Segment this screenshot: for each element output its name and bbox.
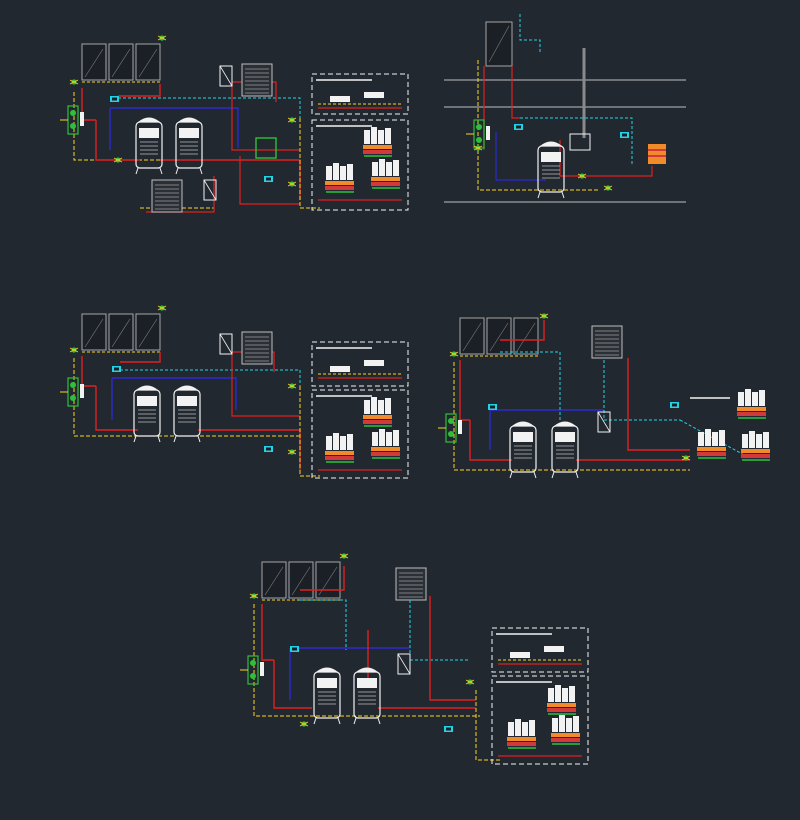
fixture-bank	[740, 430, 771, 461]
storage-tank	[175, 116, 203, 175]
system-middle-right	[437, 312, 771, 479]
fixture-bank	[506, 718, 537, 749]
valve	[603, 184, 613, 192]
valve	[69, 346, 79, 354]
heat-pump-unit	[395, 567, 427, 601]
controller-box	[264, 446, 273, 452]
fixture-bank	[324, 162, 355, 193]
heat-exchanger	[397, 653, 411, 675]
building-floor-box	[311, 119, 409, 211]
valve	[287, 382, 297, 390]
system-bottom-center	[239, 553, 589, 765]
controller-box	[112, 366, 121, 372]
valve	[287, 448, 297, 456]
controller-box	[264, 176, 273, 182]
building-floor-box	[311, 389, 409, 479]
system-top-right	[444, 14, 686, 203]
pump-station	[239, 655, 265, 685]
heat-pump-unit	[241, 331, 273, 365]
valve	[339, 553, 349, 559]
heat-exchanger	[219, 333, 233, 355]
building-floor-box	[311, 341, 409, 387]
controller-box	[670, 402, 679, 408]
auxiliary-heater	[569, 133, 591, 151]
storage-tank	[173, 384, 201, 443]
fixture-bank	[324, 432, 355, 463]
system-top-left	[59, 35, 409, 213]
solar-collector-array	[81, 43, 161, 83]
solar-collector-array	[261, 561, 341, 601]
valve	[449, 350, 459, 358]
valve	[157, 35, 167, 41]
fixture-bank	[362, 396, 393, 427]
fixture-bank	[648, 144, 666, 164]
pump-station	[59, 377, 85, 407]
solar-collector-array	[81, 313, 161, 353]
pump-station	[437, 413, 463, 443]
building-floor-box	[491, 627, 589, 673]
storage-tank	[135, 116, 163, 175]
system-middle-left	[59, 304, 409, 479]
pump-station	[59, 105, 85, 135]
heat-pump-unit	[241, 63, 273, 97]
heat-exchanger	[219, 65, 233, 87]
controller-box	[444, 726, 453, 732]
solar-collector-array	[459, 317, 539, 357]
fixture-bank	[546, 684, 577, 715]
valve	[681, 454, 691, 462]
valve	[287, 117, 297, 123]
valve	[465, 679, 475, 685]
storage-tank	[133, 384, 161, 443]
valve	[539, 312, 549, 320]
building-floor-box	[491, 675, 589, 765]
valve	[287, 180, 297, 188]
controller-box	[620, 132, 629, 138]
expansion-tank	[255, 137, 277, 159]
valve	[157, 304, 167, 312]
valve	[249, 593, 259, 599]
controller-box	[290, 646, 299, 652]
valve	[69, 79, 79, 85]
fixture-bank	[370, 428, 401, 459]
fixture-bank	[550, 714, 581, 745]
valve	[299, 721, 309, 727]
fixture-bank	[362, 126, 393, 157]
fixture-bank	[696, 428, 727, 459]
controller-box	[488, 404, 497, 410]
heat-pump-unit	[591, 325, 623, 359]
controller-box	[110, 96, 119, 102]
building-floor-box	[311, 73, 409, 115]
controller-box	[514, 124, 523, 130]
fixture-bank	[370, 158, 401, 189]
fixture-bank	[736, 388, 767, 419]
heat-pump-unit	[151, 179, 183, 213]
